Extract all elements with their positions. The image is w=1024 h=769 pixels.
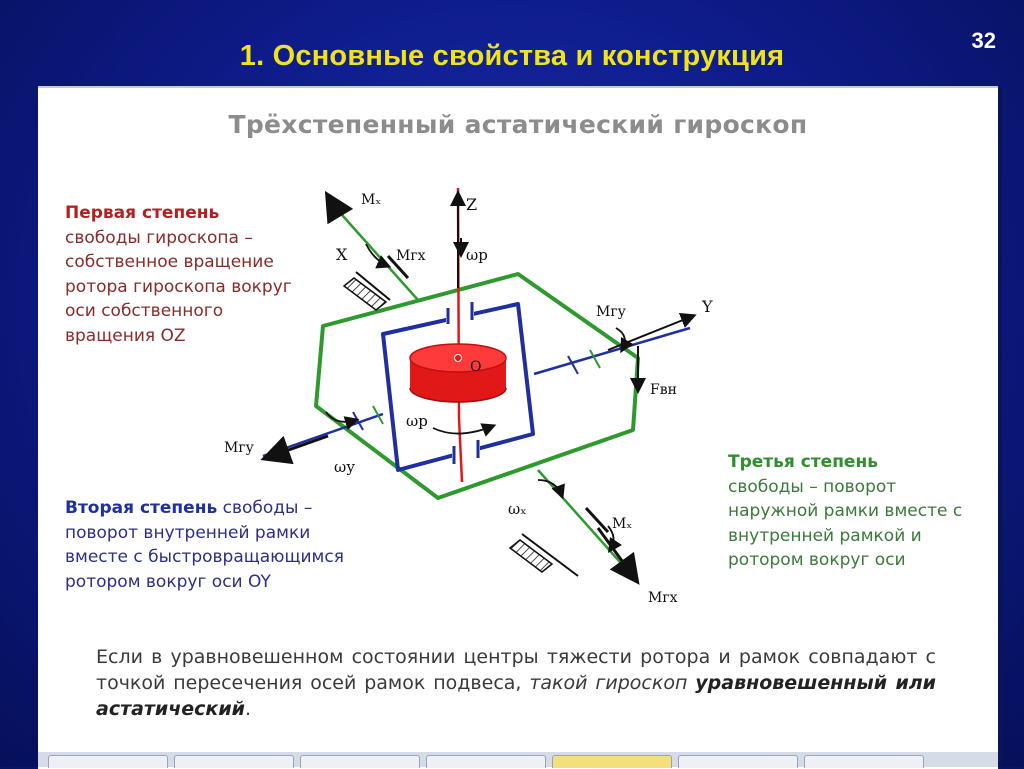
- label-mx-bottom: Mₓ: [612, 516, 632, 532]
- rotor: [409, 343, 507, 403]
- label-x-axis: X: [336, 245, 348, 264]
- taskbar-button[interactable]: [804, 755, 924, 768]
- taskbar-button-active[interactable]: [552, 755, 672, 768]
- label-mgy-right: Mгу: [596, 304, 627, 320]
- second-degree-text: Вторая степень свободы – поворот внутрен…: [65, 496, 365, 594]
- label-mgx-top: Mгх: [396, 248, 426, 264]
- conclusion-text: Если в уравновешенном состоянии центры т…: [96, 644, 936, 722]
- taskbar-button[interactable]: [300, 755, 420, 768]
- slide-title: 1. Основные свойства и конструкция: [239, 40, 785, 72]
- third-degree-body: свободы – поворот наружной рамки вместе …: [728, 476, 963, 571]
- label-mgx-bottom: Mгх: [648, 590, 678, 606]
- content-panel: Трёхстепенный астатический гироскоп Перв…: [38, 86, 998, 769]
- conclusion-end: .: [244, 698, 252, 720]
- first-degree-body: свободы гироскопа – собственное вращение…: [65, 227, 292, 346]
- second-degree-title: Вторая степень: [65, 498, 218, 518]
- slide-number: 32: [971, 28, 996, 53]
- rotation-arrow-icon: [325, 243, 634, 553]
- taskbar-button[interactable]: [174, 755, 294, 768]
- taskbar-button[interactable]: [678, 755, 798, 768]
- diagram-heading: Трёхстепенный астатический гироскоп: [228, 110, 808, 139]
- panel-shadow: [998, 88, 1002, 767]
- label-omega-y: ωу: [334, 458, 355, 476]
- gyroscope-diagram: Mₓ X Mгх Z ωр O Mгу Y Fвн ωр Mгу ωу ωₓ M…: [224, 187, 713, 606]
- z-axis: [450, 187, 469, 483]
- third-degree-text: Третья степень свободы – поворот наружно…: [728, 450, 968, 573]
- third-degree-title: Третья степень: [728, 452, 878, 472]
- moment-marks: [386, 254, 610, 534]
- label-origin: O: [470, 359, 481, 375]
- first-degree-title: Первая степень: [65, 203, 220, 223]
- label-f-vn: Fвн: [650, 382, 677, 398]
- outer-frame: [314, 272, 640, 500]
- label-y-axis: Y: [701, 297, 713, 316]
- label-omega-p-top: ωр: [466, 246, 488, 264]
- taskbar-button[interactable]: [426, 755, 546, 768]
- taskbar-button[interactable]: [48, 755, 168, 768]
- label-mgy-left: Mгу: [224, 440, 255, 456]
- inner-frame: [381, 302, 535, 472]
- conclusion-plain: Если в уравновешенном состоянии центры т…: [96, 646, 936, 694]
- ground-hatch-icon: [342, 271, 579, 577]
- label-omega-x: ωₓ: [508, 500, 527, 518]
- label-z-axis: Z: [466, 195, 477, 214]
- label-omega-p-mid: ωр: [406, 412, 428, 430]
- conclusion-bold-italic: уравновешенный или астатический: [96, 672, 936, 720]
- second-degree-body: свободы – поворот внутренней рамки вмест…: [65, 498, 344, 592]
- first-degree-text: Первая степень свободы гироскопа – собст…: [65, 201, 295, 348]
- conclusion-italic: такой гироскоп: [529, 672, 688, 694]
- label-mx-top: Mₓ: [361, 192, 381, 208]
